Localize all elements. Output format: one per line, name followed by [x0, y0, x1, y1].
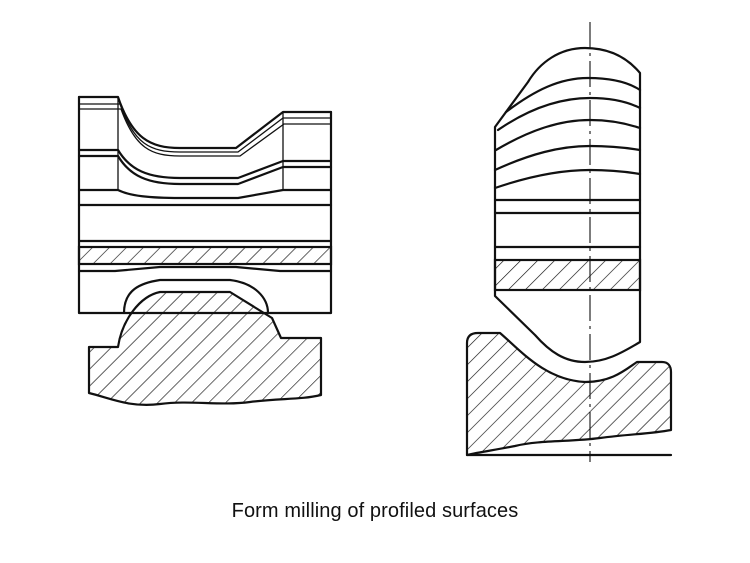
right-workpiece — [465, 331, 673, 457]
arbor-section-hatch-right — [493, 258, 642, 292]
arbor-section-hatch — [77, 245, 333, 266]
left-form-cutter — [77, 95, 333, 315]
left-workpiece — [87, 290, 323, 406]
right-form-cutter — [493, 46, 642, 364]
figure-caption: Form milling of profiled surfaces — [231, 500, 519, 522]
